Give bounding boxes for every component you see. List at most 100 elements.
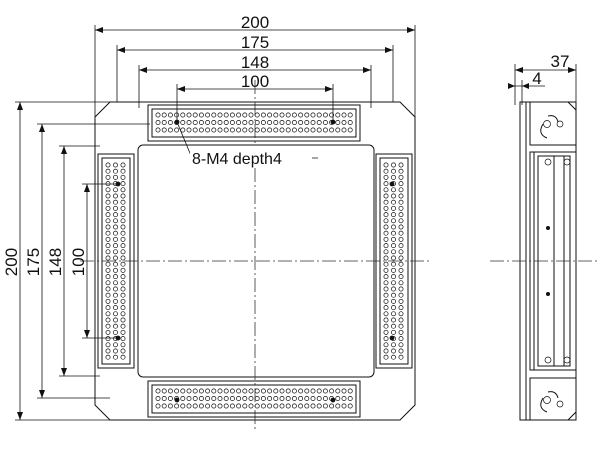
connector-pin	[279, 396, 285, 401]
dim-left-200: 200	[2, 248, 21, 276]
connector-pin	[391, 255, 396, 261]
connector-pin	[304, 112, 310, 118]
connector-pin	[398, 342, 404, 348]
connector-pin	[316, 120, 322, 125]
connector-pin	[391, 305, 396, 311]
connector-pin	[242, 112, 248, 118]
connector-pin	[105, 162, 111, 168]
connector-pin	[398, 317, 404, 323]
connector-pin	[205, 396, 211, 401]
connector-pin	[223, 403, 229, 409]
connector-pin	[273, 112, 279, 118]
connector-pin	[341, 120, 347, 125]
connector-pin	[383, 354, 389, 360]
connector-pin	[113, 162, 118, 168]
connector-pin	[113, 236, 118, 242]
connector-pin	[192, 388, 198, 394]
connector-pin	[174, 112, 180, 118]
connector-pin	[236, 396, 242, 401]
connector-pin	[398, 162, 404, 168]
connector-pin	[198, 127, 204, 133]
connector-pin	[347, 120, 353, 125]
connector-pin	[383, 311, 389, 317]
dim-left-100: 100	[69, 248, 88, 276]
dim-left-148: 148	[46, 248, 65, 276]
connector-pin	[391, 267, 396, 273]
connector-pin	[211, 120, 217, 125]
connector-pin	[335, 127, 341, 133]
connector-pin	[105, 329, 111, 335]
connector-pin	[120, 336, 126, 342]
connector-pin	[113, 212, 118, 218]
connector-pin	[391, 236, 396, 242]
side-view: 37 4	[490, 52, 600, 421]
connector-pin	[113, 354, 118, 360]
dim-top-175: 175	[241, 33, 269, 52]
connector-pin	[398, 249, 404, 255]
connector-pin	[211, 127, 217, 133]
dim-side-37: 37	[551, 52, 570, 71]
connector-pin	[120, 174, 126, 180]
connector-pin	[198, 396, 204, 401]
connector-pin	[211, 388, 217, 394]
connector-pin	[347, 396, 353, 401]
connector-pin	[105, 305, 111, 311]
connector-pin	[248, 388, 254, 394]
connector-pin	[310, 396, 316, 401]
connector-pin	[236, 388, 242, 394]
connector-pin	[298, 127, 304, 133]
connector-pin	[398, 292, 404, 298]
connector-pin	[298, 112, 304, 118]
connector-pin	[383, 298, 389, 304]
connector-pin	[120, 261, 126, 267]
connector-pin	[113, 267, 118, 273]
connector-pin	[198, 120, 204, 125]
connector-pin	[113, 230, 118, 236]
connector-pin	[205, 403, 211, 409]
connector-pin	[383, 274, 389, 280]
connector-pin	[120, 181, 126, 187]
connector-pin	[391, 298, 396, 304]
connector-pin	[105, 181, 111, 187]
connector-pin	[398, 323, 404, 329]
hole-note-leader: 8-M4 depth4	[176, 121, 318, 168]
connector-pin	[105, 205, 111, 211]
connector-pin	[383, 162, 389, 168]
connector-pin	[304, 120, 310, 125]
connector-pin	[398, 274, 404, 280]
connector-pin	[391, 311, 396, 317]
connector-pin	[205, 127, 211, 133]
connector-pin	[223, 120, 229, 125]
connector-pin	[120, 243, 126, 249]
connector-pin	[398, 218, 404, 224]
connector-pin	[322, 112, 328, 118]
connector-pin	[120, 317, 126, 323]
connector-pin	[254, 403, 260, 409]
connector-pin	[174, 127, 180, 133]
connector-pin	[391, 187, 396, 193]
connector-pin	[285, 403, 291, 409]
connector-pin	[267, 112, 273, 118]
dim-top-200: 200	[241, 13, 269, 32]
connector-pin	[267, 388, 273, 394]
connector-pin	[236, 120, 242, 125]
connector-pin	[391, 342, 396, 348]
connector-pin	[398, 267, 404, 273]
connector-pin	[273, 403, 279, 409]
connector-pin	[167, 127, 173, 133]
connector-pin	[223, 127, 229, 133]
connector-pin	[120, 298, 126, 304]
connector-pin	[113, 218, 118, 224]
connector-pin	[113, 199, 118, 205]
connector-pin	[105, 286, 111, 292]
connector-pin	[391, 243, 396, 249]
connector-pin	[383, 280, 389, 286]
connector-pin	[186, 112, 192, 118]
connector-pin	[398, 255, 404, 261]
connector-pin	[383, 261, 389, 267]
connector-pin	[298, 396, 304, 401]
connector-pin	[298, 403, 304, 409]
connector-pin	[113, 342, 118, 348]
connector-pin	[120, 236, 126, 242]
connector-pin	[174, 388, 180, 394]
